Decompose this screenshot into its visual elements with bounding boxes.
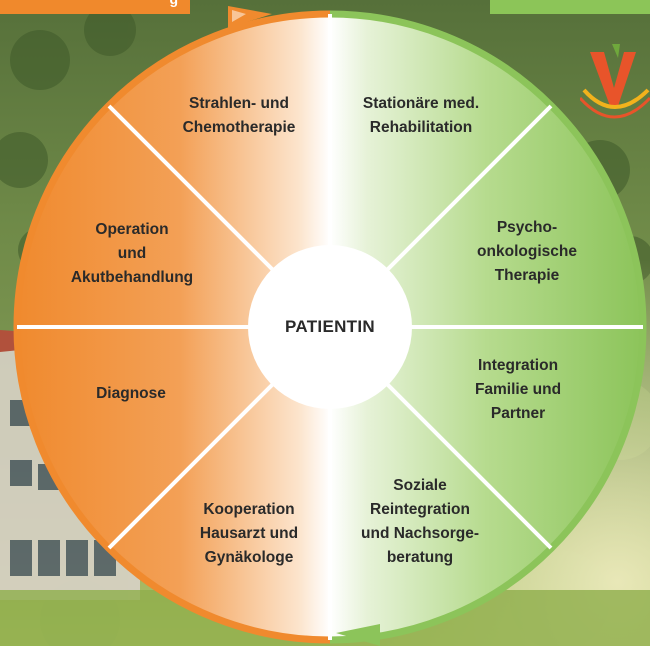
segment-label-strahlen: Strahlen- und Chemotherapie bbox=[183, 92, 296, 140]
segment-line: Chemotherapie bbox=[182, 119, 296, 136]
header-tab-left: g bbox=[0, 0, 190, 14]
segment-line: und bbox=[117, 244, 147, 262]
arrow-head-top bbox=[228, 6, 272, 28]
center-circle bbox=[248, 245, 412, 409]
segment-label-stationaer: Stationäre med. Rehabilitation bbox=[363, 92, 479, 140]
segment-line: Diagnose bbox=[96, 384, 166, 402]
segment-line: Strahlen- und bbox=[189, 94, 289, 112]
segment-line: Akutbehandlung bbox=[70, 269, 194, 287]
segment-line: Operation bbox=[95, 220, 169, 238]
segment-label-integration: Integration Familie und Partner bbox=[475, 354, 561, 426]
segment-line: Familie und bbox=[474, 380, 562, 398]
segment-label-kooperation: Kooperation Hausarzt und Gynäkologe bbox=[200, 498, 298, 570]
segment-line: Partner bbox=[490, 405, 546, 423]
segment-line: Rehabilitation bbox=[369, 119, 473, 136]
segment-line: Soziale bbox=[393, 476, 447, 494]
arrow-head-bottom bbox=[336, 624, 380, 646]
segment-label-diagnose: Diagnose bbox=[96, 382, 166, 406]
segment-line: Hausarzt und bbox=[199, 524, 299, 542]
center-label: PATIENTIN bbox=[285, 317, 375, 336]
segment-line: Integration bbox=[477, 356, 559, 374]
segment-line: Kooperation bbox=[203, 500, 295, 518]
segment-line: beratung bbox=[386, 549, 454, 567]
segment-label-soziale: Soziale Reintegration und Nachsorge- ber… bbox=[361, 474, 479, 570]
segment-label-operation: Operation und Akutbehandlung bbox=[71, 218, 193, 290]
v-logo-icon bbox=[580, 44, 650, 119]
segment-line: Psycho- bbox=[496, 218, 558, 236]
segment-line: Stationäre med. bbox=[362, 94, 480, 112]
segment-line: onkologische bbox=[477, 242, 577, 260]
segment-label-psycho: Psycho- onkologische Therapie bbox=[477, 216, 577, 288]
header-tab-right bbox=[490, 0, 650, 14]
segment-line: Reintegration bbox=[370, 500, 470, 518]
header-tab-left-text: g bbox=[169, 0, 178, 7]
segment-line: und Nachsorge- bbox=[361, 525, 479, 542]
segment-line: Gynäkologe bbox=[204, 549, 294, 567]
segment-line: Therapie bbox=[494, 267, 560, 285]
